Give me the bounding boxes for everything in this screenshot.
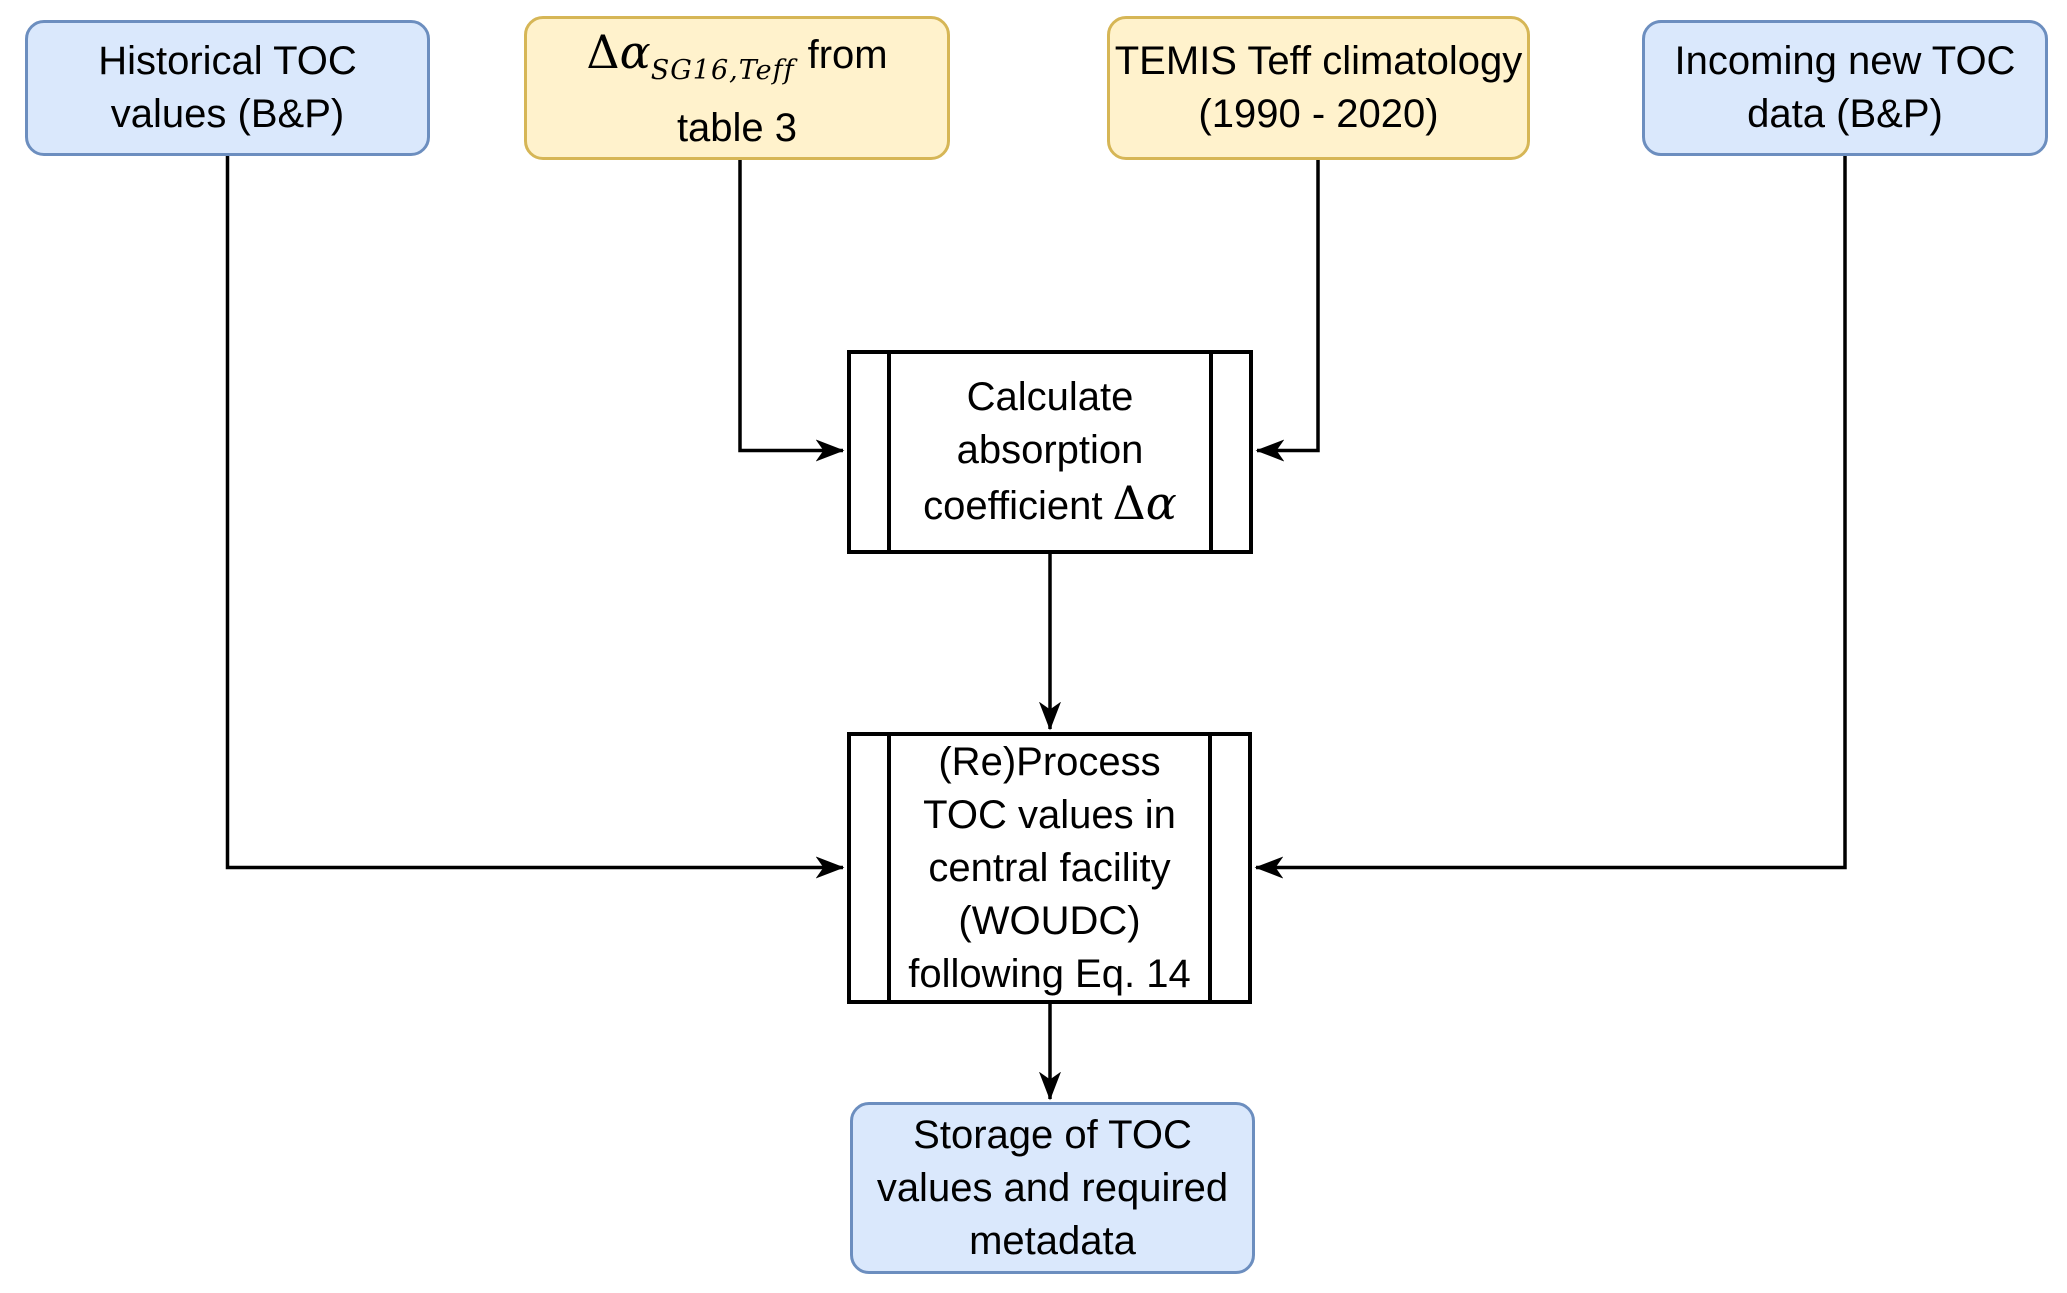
- node-storage-toc-line-2: values and required: [876, 1165, 1229, 1210]
- delta-symbol: Δ: [1112, 476, 1146, 530]
- delta-symbol: Δ: [586, 25, 620, 79]
- node-delta-alpha-table3-line-1: ΔαSG16,Teff from: [586, 21, 887, 102]
- node-calculate-absorption-line-1: Calculate: [966, 375, 1134, 419]
- node-storage-toc-line-1: Storage of TOC: [913, 1112, 1192, 1157]
- alpha-symbol: α: [1145, 476, 1177, 530]
- node-reprocess-toc-line-2: TOC values in: [923, 792, 1176, 837]
- node-historical-toc-line-1: Historical TOC: [98, 39, 357, 83]
- node-delta-alpha-table3-line-2: table 3: [676, 106, 798, 150]
- node-temis-climatology: TEMIS Teff climatology (1990 - 2020): [1107, 16, 1530, 160]
- node-reprocess-toc-line-1: (Re)Process: [938, 739, 1161, 784]
- node-incoming-toc-line-1: Incoming new TOC: [1674, 39, 2016, 83]
- alpha-symbol: α: [619, 25, 651, 79]
- node-delta-alpha-table3: ΔαSG16,Teff from table 3: [524, 16, 950, 160]
- node-incoming-toc: Incoming new TOC data (B&P): [1642, 20, 2048, 156]
- process-bar-right: [1209, 354, 1213, 550]
- process-bar-left: [887, 354, 891, 550]
- node-calculate-absorption-line-2: absorption: [956, 428, 1144, 472]
- node-reprocess-toc: (Re)Process TOC values in central facili…: [847, 732, 1252, 1004]
- edge-temis-to-calculate: [1257, 160, 1320, 451]
- process-bar-left: [887, 736, 891, 1000]
- node-historical-toc-line-2: values (B&P): [110, 92, 345, 136]
- node-storage-toc: Storage of TOC values and required metad…: [850, 1102, 1255, 1274]
- edge-historical-to-reprocess: [225, 155, 844, 868]
- node-reprocess-toc-line-3: central facility: [928, 845, 1171, 890]
- node-incoming-toc-line-2: data (B&P): [1747, 92, 1943, 136]
- edge-delta-table-to-calculate: [738, 160, 843, 451]
- node-storage-toc-line-3: metadata: [969, 1218, 1136, 1263]
- node-historical-toc: Historical TOC values (B&P): [25, 20, 430, 156]
- alpha-subscript: SG16,Teff: [650, 55, 795, 86]
- node-calculate-absorption-text: coefficient: [923, 484, 1103, 528]
- node-delta-alpha-table3-text: from: [807, 33, 888, 77]
- node-temis-climatology-line-2: (1990 - 2020): [1198, 92, 1439, 136]
- process-bar-right: [1208, 736, 1212, 1000]
- node-reprocess-toc-line-4: (WOUDC): [958, 898, 1141, 943]
- edge-incoming-to-reprocess: [1256, 155, 1847, 868]
- node-temis-climatology-line-1: TEMIS Teff climatology: [1114, 39, 1523, 83]
- node-reprocess-toc-line-5: following Eq. 14: [908, 951, 1191, 996]
